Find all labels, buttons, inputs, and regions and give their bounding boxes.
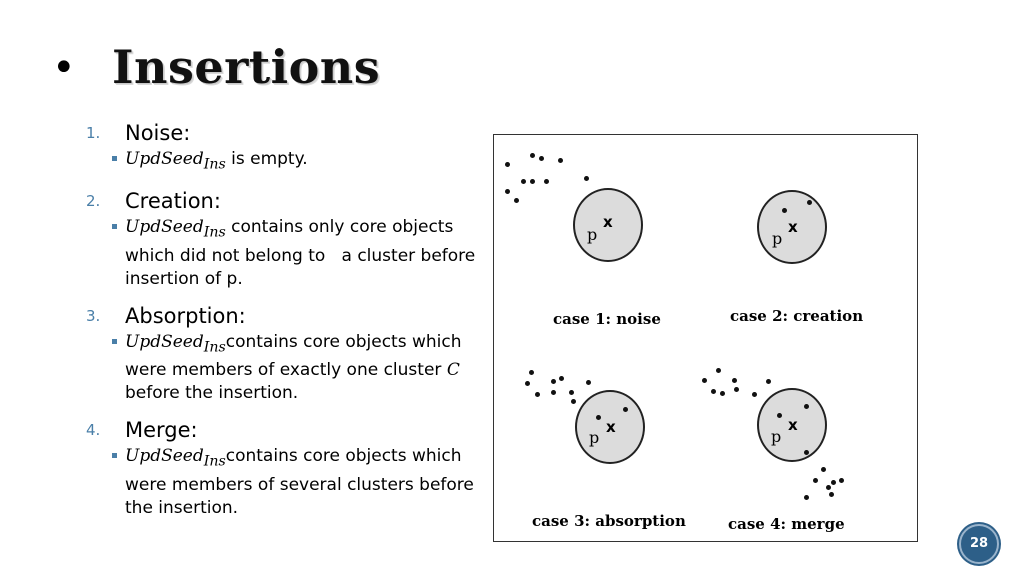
variable-updseed: UpdSeed <box>125 331 204 352</box>
description-text: contains core objects which were members… <box>125 331 462 381</box>
point-dot <box>813 478 818 483</box>
point-dot <box>505 189 510 194</box>
point-dot <box>525 381 530 386</box>
point-dot <box>571 399 576 404</box>
point-dot <box>804 450 809 455</box>
list-item-creation: 2. Creation: UpdSeedIns contains only co… <box>86 186 476 290</box>
item-description: UpdSeedIns is empty. <box>112 148 476 176</box>
page-number-badge: 28 <box>959 524 999 564</box>
point-x-label: x <box>606 418 616 436</box>
variable-updseed: UpdSeed <box>125 446 204 467</box>
item-number: 2. <box>86 192 101 211</box>
item-heading: Creation: <box>125 189 221 214</box>
case-4-label: case 4: merge <box>728 515 845 533</box>
point-dot <box>530 179 535 184</box>
description-text-end: before the insertion. <box>125 383 299 404</box>
point-dot <box>734 387 739 392</box>
point-dot <box>559 376 564 381</box>
point-dot <box>551 390 556 395</box>
point-dot <box>514 198 519 203</box>
case-3-label: case 3: absorption <box>532 512 686 530</box>
variable-subscript: Ins <box>203 453 226 470</box>
square-bullet-icon <box>112 224 117 230</box>
point-dot <box>521 179 526 184</box>
square-bullet-icon <box>112 156 117 161</box>
variable-subscript: Ins <box>203 339 226 356</box>
point-dot <box>732 378 737 383</box>
variable-subscript: Ins <box>203 156 226 173</box>
point-p-label: p <box>771 427 782 446</box>
square-bullet-icon <box>112 453 117 459</box>
neighborhood-circle <box>757 190 827 264</box>
neighborhood-circle <box>757 388 827 462</box>
list-item-absorption: 3. Absorption: UpdSeedInscontains core o… <box>86 301 476 405</box>
neighborhood-circle <box>575 390 645 464</box>
point-dot <box>623 407 628 412</box>
list-item-noise: 1. Noise: UpdSeedIns is empty. <box>86 118 476 176</box>
item-description: UpdSeedIns contains only core objects wh… <box>112 216 476 290</box>
case-2-label: case 2: creation <box>730 307 864 325</box>
point-dot <box>539 156 544 161</box>
slide-title: Insertions <box>112 40 381 94</box>
variable-updseed: UpdSeed <box>125 149 204 169</box>
variable-updseed: UpdSeed <box>125 217 204 238</box>
insertion-cases-figure: p x case 1: noise p x case 2: creation p… <box>493 134 918 542</box>
item-number: 1. <box>86 124 101 142</box>
point-dot <box>596 415 601 420</box>
item-number: 3. <box>86 306 101 325</box>
description-text: is empty. <box>225 149 308 169</box>
item-description: UpdSeedInscontains core objects which we… <box>112 445 476 519</box>
point-p-label: p <box>587 225 598 244</box>
title-bullet: • <box>52 45 76 91</box>
point-dot <box>829 492 834 497</box>
point-dot <box>766 379 771 384</box>
point-dot <box>569 390 574 395</box>
point-dot <box>505 162 510 167</box>
point-dot <box>584 176 589 181</box>
point-dot <box>804 495 809 500</box>
item-heading: Absorption: <box>125 303 246 328</box>
point-dot <box>558 158 563 163</box>
point-p-label: p <box>772 229 783 248</box>
point-dot <box>530 153 535 158</box>
square-bullet-icon <box>112 338 117 344</box>
point-dot <box>551 379 556 384</box>
point-x-label: x <box>603 213 613 231</box>
point-dot <box>716 368 721 373</box>
variable-c: C <box>446 360 460 381</box>
point-dot <box>711 389 716 394</box>
point-dot <box>529 370 534 375</box>
point-dot <box>702 378 707 383</box>
variable-subscript: Ins <box>203 224 226 241</box>
description-text: contains core objects which were members… <box>125 446 474 518</box>
description-text: contains only core objects which did not… <box>125 217 481 289</box>
point-dot <box>535 392 540 397</box>
point-dot <box>586 380 591 385</box>
point-dot <box>804 404 809 409</box>
point-dot <box>777 413 782 418</box>
point-x-label: x <box>788 218 798 236</box>
item-heading: Noise: <box>125 121 191 145</box>
point-dot <box>752 392 757 397</box>
point-dot <box>720 391 725 396</box>
item-description: UpdSeedInscontains core objects which we… <box>112 331 476 405</box>
item-heading: Merge: <box>125 418 198 443</box>
point-dot <box>782 208 787 213</box>
point-dot <box>544 179 549 184</box>
point-dot <box>807 200 812 205</box>
point-p-label: p <box>589 428 600 447</box>
list-item-merge: 4. Merge: UpdSeedInscontains core object… <box>86 415 476 519</box>
numbered-list: 1. Noise: UpdSeedIns is empty. 2. Creati… <box>86 118 476 530</box>
case-1-label: case 1: noise <box>553 310 661 328</box>
point-x-label: x <box>788 416 798 434</box>
point-dot <box>826 485 831 490</box>
point-dot <box>821 467 826 472</box>
point-dot <box>831 480 836 485</box>
point-dot <box>839 478 844 483</box>
neighborhood-circle <box>573 188 643 262</box>
item-number: 4. <box>86 421 101 440</box>
